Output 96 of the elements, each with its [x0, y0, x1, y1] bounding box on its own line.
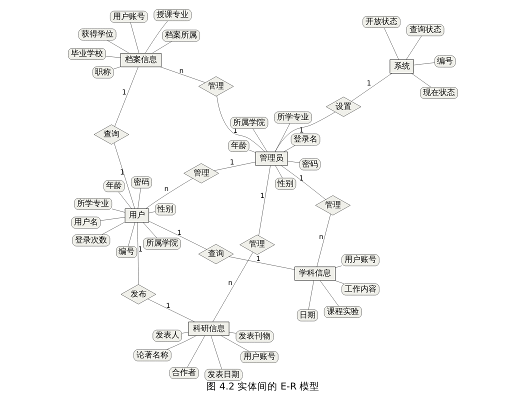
connector: [148, 221, 207, 250]
connector: [152, 41, 172, 54]
connector: [130, 22, 140, 54]
node-box: 档案信息: [120, 53, 162, 68]
connector: [384, 28, 399, 60]
connector: [187, 335, 206, 368]
connector: [146, 178, 193, 209]
connector: [258, 165, 271, 236]
connector: [112, 208, 126, 213]
node-box: 工作内容: [342, 284, 380, 296]
connector: [182, 332, 189, 334]
connector: [107, 40, 130, 54]
node-box: 授课专业: [154, 9, 192, 21]
connector: [308, 280, 314, 310]
node-box: 系统: [390, 59, 414, 74]
connector: [106, 56, 121, 58]
connector: [118, 192, 132, 209]
connector: [114, 142, 135, 209]
connector: [220, 335, 250, 352]
connector: [113, 66, 121, 70]
node-box: 毕业学校: [68, 48, 106, 60]
node-box: 档案所属: [162, 30, 200, 42]
node-box: 编号: [434, 56, 456, 68]
connector: [275, 165, 283, 178]
connector: [229, 332, 236, 334]
node-box: 合作者: [170, 367, 199, 379]
connector: [102, 222, 126, 235]
connector: [414, 62, 435, 66]
node-box: 现在状态: [420, 87, 458, 99]
node-box: 登录次数: [72, 234, 110, 246]
caption: 图 4.2 实体间的 E-R 模型: [206, 381, 320, 392]
connector: [316, 214, 331, 267]
node-box: 学科信息: [294, 266, 336, 281]
node-box: 密码: [300, 158, 320, 170]
node-box: 登录名: [290, 134, 320, 146]
node-box: 管理员: [255, 152, 288, 166]
node-box: 科研信息: [188, 322, 230, 336]
node-box: 所学专业: [274, 112, 312, 124]
node-diamond: 管理: [184, 163, 219, 184]
connector: [406, 36, 422, 60]
node-box: 日期: [297, 309, 318, 322]
connector: [148, 298, 195, 322]
node-diamond: 查询: [94, 124, 130, 144]
node-box: 用户: [124, 208, 150, 223]
node-box: 所属学院: [143, 238, 181, 250]
connector: [212, 252, 254, 322]
connector: [281, 165, 326, 200]
connector: [138, 188, 141, 209]
node-box: 发表日期: [204, 369, 242, 381]
node-box: 所学专业: [74, 198, 112, 210]
connector: [214, 162, 256, 171]
connector: [334, 280, 344, 284]
node-diamond: 查询: [198, 244, 234, 264]
node-diamond: 发布: [120, 284, 156, 304]
node-box: 性别: [275, 178, 296, 190]
connector: [284, 145, 296, 152]
node-box: 查询状态: [406, 24, 444, 36]
node-box: 论著名称: [134, 349, 172, 362]
connector: [411, 73, 432, 88]
node-box: 密码: [131, 176, 152, 188]
node-box: 课程实验: [324, 306, 362, 318]
node-diamond: 管理: [198, 76, 234, 96]
node-box: 发表人: [152, 330, 182, 342]
connector: [335, 266, 342, 268]
connector: [160, 66, 206, 83]
node-box: 年龄: [228, 140, 250, 152]
connector: [142, 222, 158, 238]
connector: [148, 211, 156, 214]
connector: [249, 150, 256, 153]
connector: [144, 20, 168, 54]
node-box: 获得学位: [78, 28, 116, 40]
node-box: 开放状态: [362, 16, 400, 28]
connector: [228, 256, 295, 270]
connector: [114, 66, 138, 127]
node-box: 用户名: [71, 216, 101, 229]
connector: [137, 222, 139, 285]
node-box: 用户账号: [240, 351, 278, 363]
node-diamond: 设置: [326, 96, 362, 117]
connector: [274, 123, 290, 152]
node-box: 性别: [155, 204, 176, 216]
connector: [252, 128, 268, 152]
node-diamond: 管理: [240, 234, 275, 255]
connector: [128, 222, 136, 246]
connector: [287, 160, 300, 163]
node-box: 编号: [116, 246, 138, 258]
connector: [166, 335, 196, 350]
connector: [210, 336, 222, 370]
node-box: 发表刊物: [236, 330, 274, 342]
connector: [100, 217, 126, 221]
node-box: 所属学院: [230, 117, 268, 129]
node-box: 年龄: [104, 180, 125, 192]
node-box: 用户账号: [342, 254, 380, 266]
node-box: 用户账号: [110, 10, 148, 23]
connector: [351, 73, 392, 102]
node-box: 职称: [92, 66, 114, 78]
node-diamond: 管理: [315, 195, 350, 216]
